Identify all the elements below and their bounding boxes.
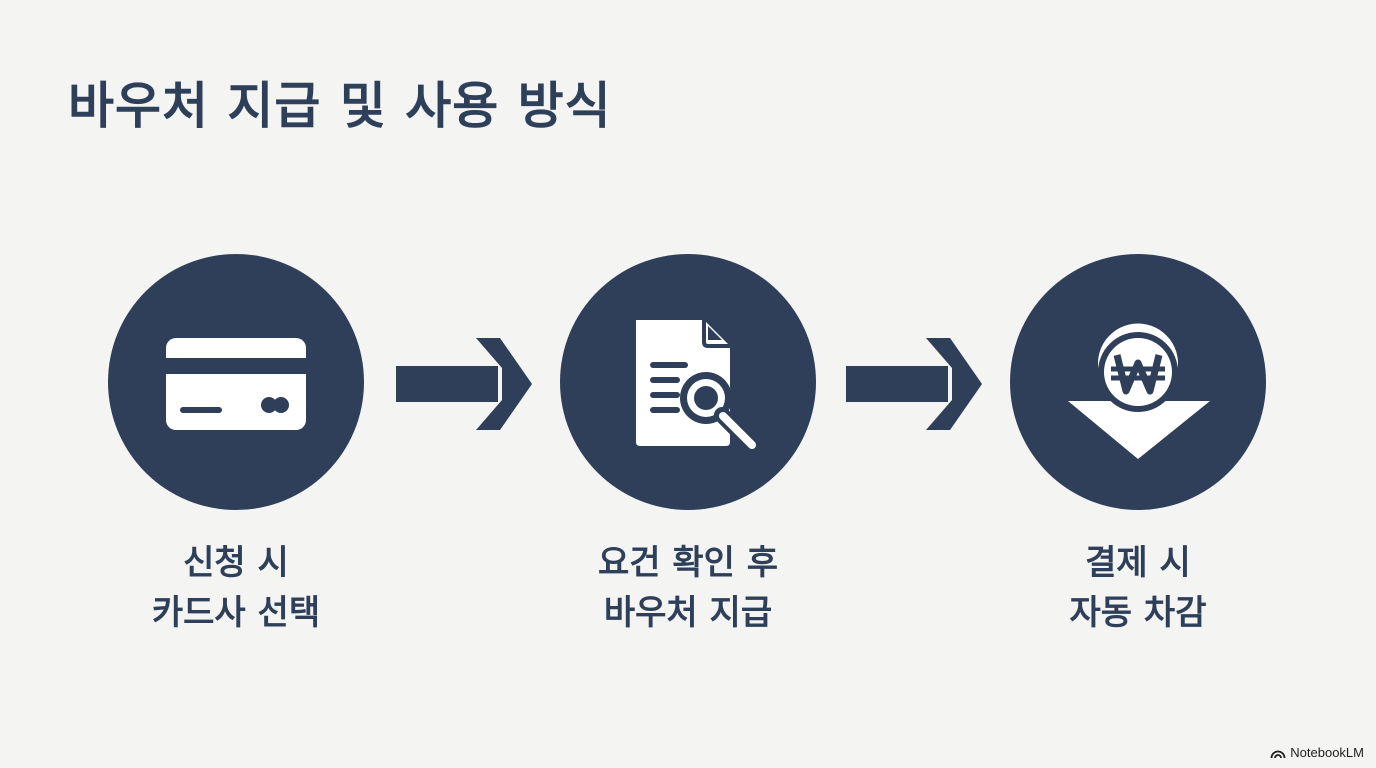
step-caption: 신청 시 카드사 선택 (48, 538, 424, 638)
step-caption-line: 바우처 지급 (603, 593, 773, 633)
step-circle (108, 254, 364, 510)
step-caption-line: 카드사 선택 (151, 593, 321, 633)
step-caption-line: 결제 시 (1085, 543, 1191, 583)
notebooklm-watermark: NotebookLM (1270, 745, 1364, 760)
step-card-selection: 신청 시 카드사 선택 (108, 254, 364, 633)
notebooklm-logo-icon (1270, 750, 1286, 758)
credit-card-icon (166, 338, 306, 430)
step-circle (560, 254, 816, 510)
document-search-icon (636, 320, 762, 455)
step-caption-line: 요건 확인 후 (597, 543, 779, 583)
right-arrow-icon (396, 338, 532, 430)
step-caption-line: 자동 차감 (1069, 593, 1207, 633)
right-arrow-icon (846, 338, 982, 430)
step-circle (1010, 254, 1266, 510)
step-caption-line: 신청 시 (183, 543, 289, 583)
step-verification: 요건 확인 후 바우처 지급 (560, 254, 816, 633)
step-auto-deduction: 결제 시 자동 차감 (1010, 254, 1266, 633)
page-title: 바우처 지급 및 사용 방식 (68, 77, 612, 135)
brand-label: NotebookLM (1290, 745, 1364, 760)
won-deduction-icon (1068, 323, 1210, 459)
step-caption: 요건 확인 후 바우처 지급 (500, 538, 876, 638)
step-caption: 결제 시 자동 차감 (950, 538, 1326, 638)
